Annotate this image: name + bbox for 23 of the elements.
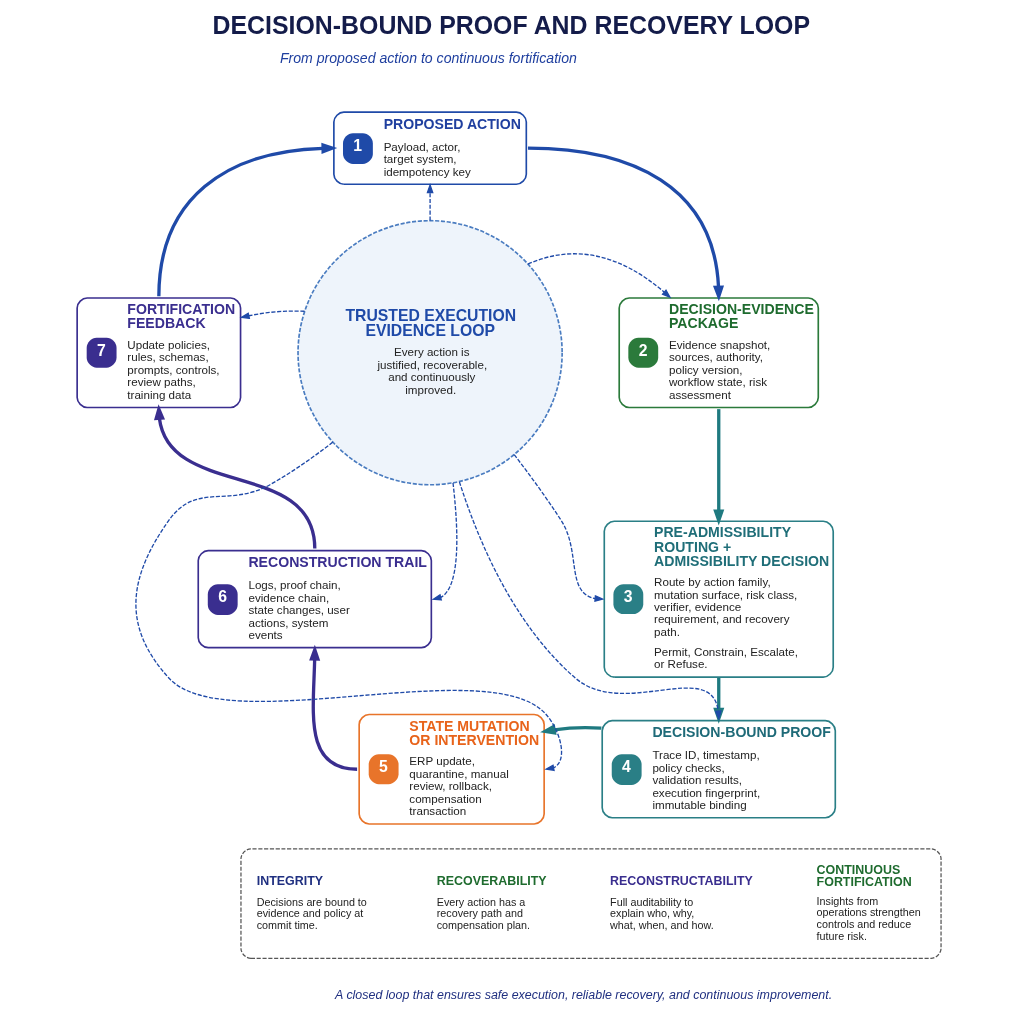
arrow xyxy=(426,183,434,222)
arrow xyxy=(135,441,563,772)
arrow xyxy=(527,146,725,302)
arrow xyxy=(431,482,458,601)
arrow xyxy=(713,678,725,724)
arrow xyxy=(153,404,317,549)
arrow xyxy=(540,724,602,735)
arrow xyxy=(239,310,306,320)
arrow xyxy=(458,481,722,721)
arrow xyxy=(513,453,605,602)
caption: A closed loop that ensures safe execution, reliable recovery, and continuous improvement. xyxy=(335,988,833,1003)
arrow xyxy=(309,644,358,771)
node-text: INTEGRITY Decisions are bound to evidence and policy at commit time. xyxy=(256,874,367,931)
arrow xyxy=(527,253,672,299)
node-text: RECONSTRUCTABILITY Full auditability to explain who, why, what, when, and how. xyxy=(610,874,753,931)
arrow xyxy=(713,409,725,526)
cluster xyxy=(240,848,942,959)
label: From proposed action to continuous fortification xyxy=(279,50,577,67)
arrow xyxy=(157,142,338,297)
node-text: RECOVERABILITY Every action has a recovery path and compensation plan. xyxy=(436,874,547,931)
node-text: CONTINUOUS FORTIFICATION Insights from operations strengthen controls and reduce future risk. xyxy=(816,862,921,942)
diagram-title: DECISION-BOUND PROOF AND RECOVERY LOOP xyxy=(212,11,811,40)
node-circle: TRUSTED EXECUTION EVIDENCE LOOP Every action is justified, recoverable, and continuously improved. xyxy=(297,219,563,486)
